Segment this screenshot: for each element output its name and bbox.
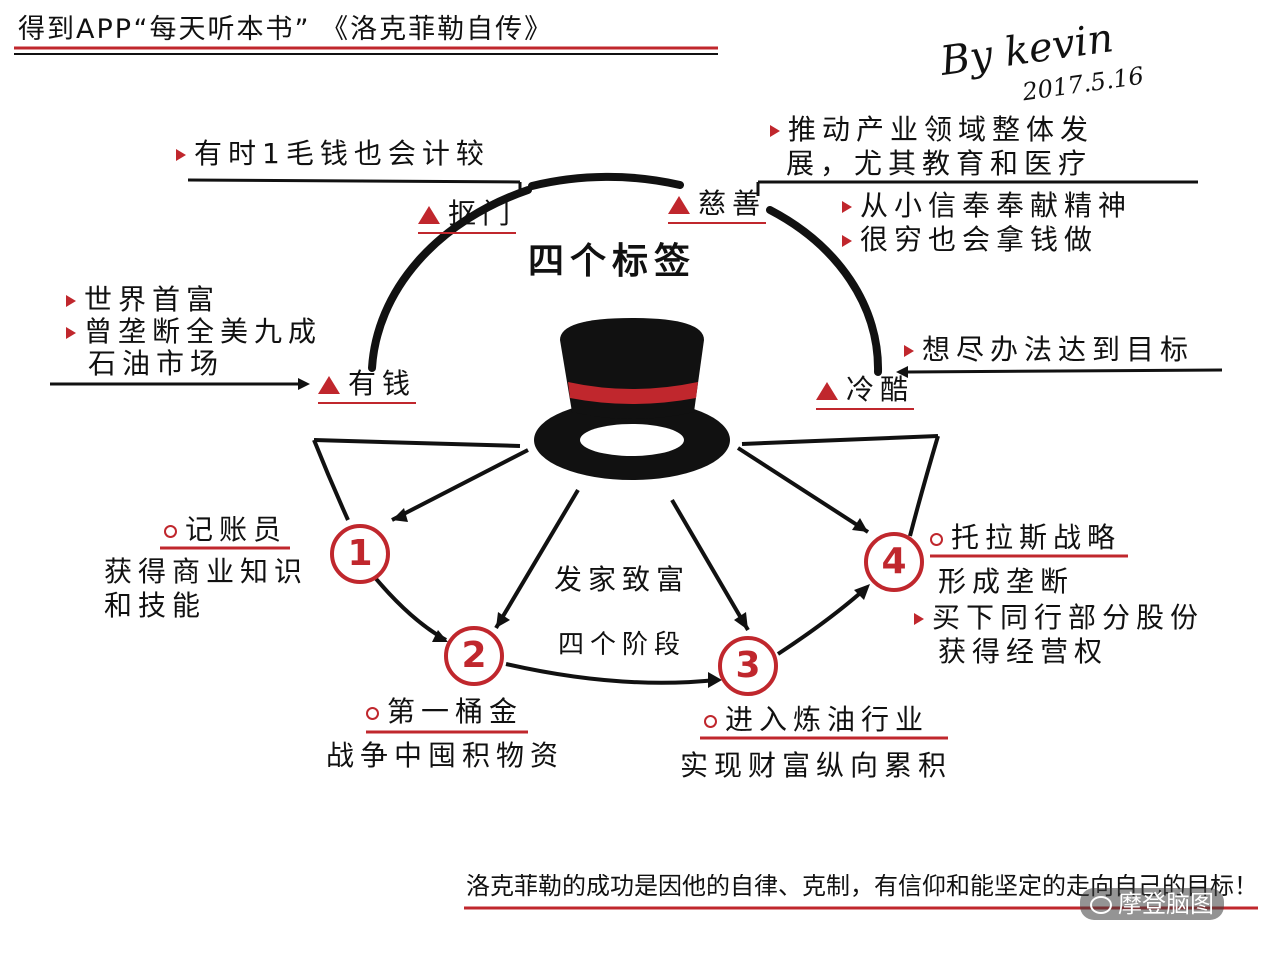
note-cishan-4: 很穷也会拿钱做 xyxy=(842,226,1098,254)
watermark: 摩登脑图 xyxy=(1080,888,1224,920)
bullet-arrow-icon xyxy=(770,125,780,137)
stage-2-desc-1: 战争中囤积物资 xyxy=(326,739,565,772)
stage-number-4: 4 xyxy=(864,532,924,592)
bullet-arrow-icon xyxy=(176,149,186,161)
tags-title: 四个标签 xyxy=(528,241,697,282)
note-youqian-2: 曾垄断全美九成 xyxy=(66,318,322,346)
stage-title-text: 托拉斯战略 xyxy=(951,521,1122,554)
stage-4-title: 托拉斯战略 xyxy=(930,524,1121,552)
stage-number-2: 2 xyxy=(444,626,504,686)
warning-triangle-icon xyxy=(318,376,340,394)
page-title: 得到APP“每天听本书” 《洛克菲勒自传》 xyxy=(18,14,554,45)
stage-4-desc-2: 买下同行部分股份 xyxy=(914,604,1204,632)
stage-3-desc-1: 实现财富纵向累积 xyxy=(680,749,953,782)
note-text: 想尽办法达到目标 xyxy=(922,333,1195,366)
tag-label: 慈善 xyxy=(698,187,767,220)
tag-label: 抠门 xyxy=(448,197,517,230)
tag-koumen: 抠门 xyxy=(418,197,517,234)
stage-1-desc-2: 和技能 xyxy=(104,589,207,622)
bullet-arrow-icon xyxy=(842,235,852,247)
note-koumen: 有时1毛钱也会计较 xyxy=(176,140,490,168)
note-text: 推动产业领域整体发 xyxy=(788,113,1095,146)
top-hat-icon xyxy=(534,318,730,480)
bullet-arrow-icon xyxy=(904,345,914,357)
stage-4-desc-3: 获得经营权 xyxy=(938,635,1109,668)
stages-title-line2: 四个阶段 xyxy=(558,630,687,660)
note-cishan-1: 推动产业领域整体发 xyxy=(770,116,1094,144)
stage-1-title: 记账员 xyxy=(164,516,287,544)
bullet-circle-icon xyxy=(704,714,717,728)
stage-desc-text: 买下同行部分股份 xyxy=(932,601,1205,634)
tag-cishan: 慈善 xyxy=(668,187,767,224)
bullet-arrow-icon xyxy=(66,327,76,339)
tag-label: 有钱 xyxy=(348,367,417,400)
warning-triangle-icon xyxy=(418,206,440,224)
stage-number-3: 3 xyxy=(718,636,778,696)
note-cishan-2: 展，尤其教育和医疗 xyxy=(786,147,1093,180)
stage-title-text: 第一桶金 xyxy=(387,695,524,728)
note-text: 世界首富 xyxy=(84,283,221,316)
note-cishan-3: 从小信奉奉献精神 xyxy=(842,192,1132,220)
stage-4-desc-1: 形成垄断 xyxy=(938,565,1075,598)
watermark-text: 摩登脑图 xyxy=(1118,890,1214,918)
note-text: 很穷也会拿钱做 xyxy=(860,223,1099,256)
stage-1-desc-1: 获得商业知识 xyxy=(104,555,309,588)
note-text: 从小信奉奉献精神 xyxy=(860,189,1133,222)
tag-lengku: 冷酷 xyxy=(816,373,915,410)
note-text: 曾垄断全美九成 xyxy=(84,315,323,348)
stage-3-title: 进入炼油行业 xyxy=(704,706,929,734)
bullet-circle-icon xyxy=(366,706,379,720)
note-youqian-3: 石油市场 xyxy=(88,347,225,380)
tag-label: 冷酷 xyxy=(846,373,915,406)
bullet-arrow-icon xyxy=(914,613,924,625)
warning-triangle-icon xyxy=(668,196,690,214)
stage-title-text: 进入炼油行业 xyxy=(725,703,930,736)
stages-title-line1: 发家致富 xyxy=(554,563,691,596)
bullet-circle-icon xyxy=(930,532,943,546)
stage-2-title: 第一桶金 xyxy=(366,698,523,726)
note-lengku: 想尽办法达到目标 xyxy=(904,336,1194,364)
warning-triangle-icon xyxy=(816,382,838,400)
tag-youqian: 有钱 xyxy=(318,367,417,404)
bullet-circle-icon xyxy=(164,524,177,538)
bullet-arrow-icon xyxy=(842,201,852,213)
stage-title-text: 记账员 xyxy=(185,513,288,546)
wechat-icon xyxy=(1090,896,1112,914)
note-text: 有时1毛钱也会计较 xyxy=(194,137,490,170)
bullet-arrow-icon xyxy=(66,295,76,307)
stage-number-1: 1 xyxy=(330,524,390,584)
note-youqian-1: 世界首富 xyxy=(66,286,220,314)
